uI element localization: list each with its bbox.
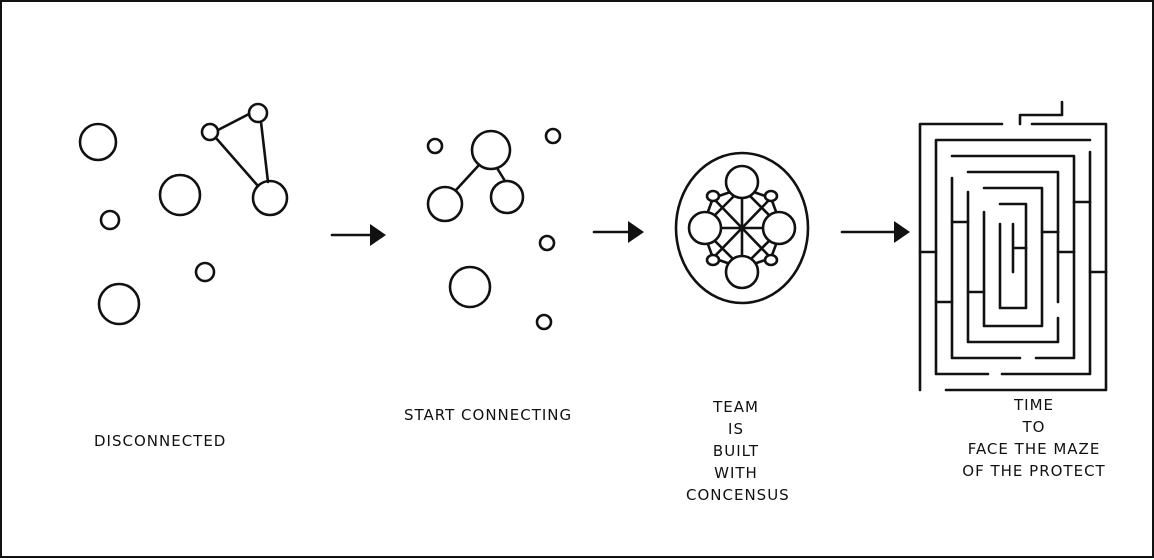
label-line: TIME xyxy=(1013,396,1054,414)
node xyxy=(194,261,216,283)
maze-ring-4 xyxy=(982,186,1044,328)
team-boundary xyxy=(674,151,810,305)
stage-start-connecting-drawing xyxy=(426,127,562,331)
node xyxy=(200,122,220,142)
stage-team-built-drawing xyxy=(674,151,810,305)
maze-ring-2 xyxy=(950,154,1076,360)
node xyxy=(535,313,553,331)
node xyxy=(705,189,721,203)
label-line: TEAM xyxy=(713,398,759,416)
node xyxy=(489,179,525,215)
node xyxy=(544,127,562,145)
stage-disconnected-drawing xyxy=(78,102,289,326)
maze-ring-1 xyxy=(934,138,1092,376)
label-line: WITH xyxy=(714,464,758,482)
node xyxy=(724,254,760,290)
node xyxy=(97,282,141,326)
node xyxy=(426,137,444,155)
label-face-maze: TIME TO FACE THE MAZE OF THE PROTECT xyxy=(944,394,1124,482)
edges xyxy=(214,112,270,188)
label-line: OF THE PROTECT xyxy=(962,462,1106,480)
maze-outer-wall xyxy=(918,100,1108,392)
node xyxy=(538,234,556,252)
arrow-3 xyxy=(840,221,910,243)
label-line: DISCONNECTED xyxy=(94,432,227,450)
maze-crossings xyxy=(918,200,1108,304)
node xyxy=(251,179,289,217)
arrow-1 xyxy=(330,224,386,246)
node xyxy=(158,173,202,217)
node xyxy=(687,210,723,246)
node xyxy=(78,122,118,162)
node xyxy=(763,189,779,203)
node xyxy=(448,265,492,309)
label-line: BUILT xyxy=(712,442,760,460)
node xyxy=(247,102,269,124)
node xyxy=(470,129,512,171)
arrow-2 xyxy=(592,221,644,243)
label-disconnected: DISCONNECTED xyxy=(94,430,226,452)
node xyxy=(99,209,121,231)
label-line: IS xyxy=(728,420,744,438)
label-line: START CONNECTING xyxy=(404,406,573,424)
label-line: TO xyxy=(1022,418,1046,436)
label-start-connecting: START CONNECTING xyxy=(404,404,572,426)
node xyxy=(705,253,721,267)
maze-ring-5 xyxy=(998,202,1028,310)
maze-center xyxy=(1011,222,1028,274)
node xyxy=(724,164,760,200)
label-line: CONCENSUS xyxy=(686,486,790,504)
node xyxy=(426,185,464,223)
maze-ring-3 xyxy=(966,170,1060,344)
node xyxy=(761,210,797,246)
label-line: FACE THE MAZE xyxy=(967,440,1101,458)
edges xyxy=(454,163,507,192)
stage-maze-drawing xyxy=(918,100,1108,392)
label-team-built: TEAM IS BUILT WITH CONCENSUS xyxy=(686,396,790,506)
node xyxy=(763,253,779,267)
